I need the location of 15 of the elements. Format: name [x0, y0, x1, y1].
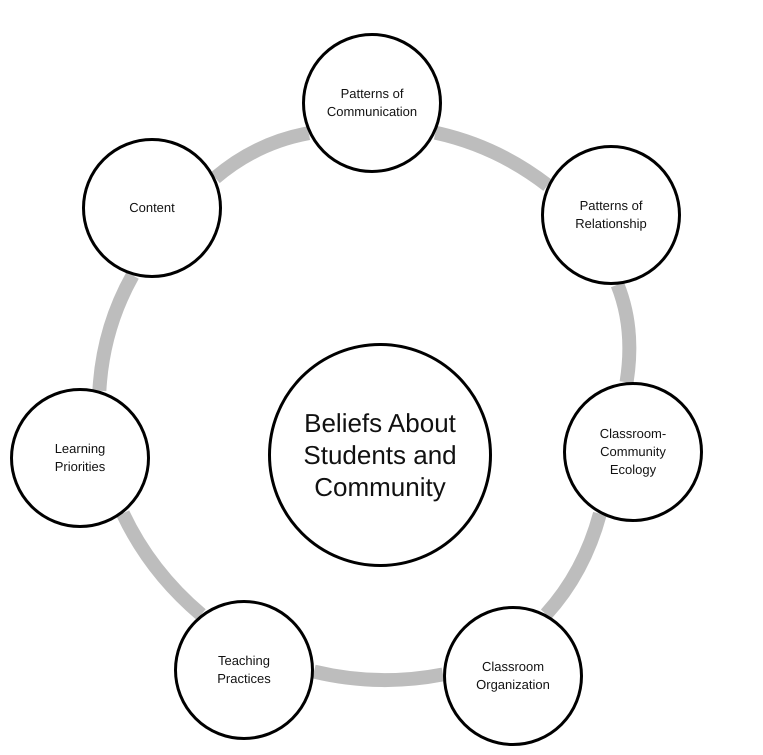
ring-connector [92, 272, 139, 392]
ring-connector [434, 126, 552, 191]
ring-connector [312, 664, 444, 688]
ring-connector [210, 126, 310, 184]
node-label: Learning Priorities [54, 440, 106, 476]
node-label: Teaching Practices [216, 652, 272, 688]
node-label: Patterns of Communication [326, 85, 418, 121]
ring-connector [610, 282, 636, 384]
ring-connector [116, 510, 206, 620]
node-label: Beliefs About Students and Community [302, 407, 458, 503]
ring-connector [540, 512, 607, 619]
node-label: Content [128, 199, 176, 217]
node-label: Classroom Organization [475, 658, 551, 694]
node-label: Patterns of Relationship [574, 197, 648, 233]
node-label: Classroom-Community Ecology [598, 425, 668, 479]
